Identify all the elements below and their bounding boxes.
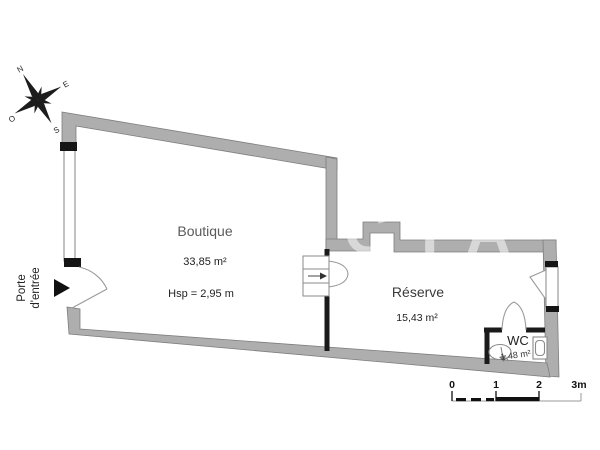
entrance-door-leaf [71, 288, 108, 309]
window-cap-bottom [546, 306, 559, 312]
compass-north-label: N [15, 64, 25, 75]
scale-label-2: 2 [536, 379, 542, 391]
entrance-label-line1: Porte [16, 274, 28, 302]
stairs-symbol [302, 255, 330, 297]
wc-area: 1,48 m² [500, 348, 532, 362]
reserve-window [529, 261, 559, 312]
boutique-height-note: Hsp = 2,95 m [168, 288, 234, 300]
compass-rose: N E S O [7, 64, 70, 136]
scale-bar: 0 1 2 3m [449, 379, 587, 402]
scale-bar-dashes [456, 397, 539, 402]
casement-open-pane [529, 269, 548, 303]
compass-star [14, 74, 62, 124]
toilet-flush-arrow-icon [499, 355, 506, 362]
sink-basin-icon [534, 339, 546, 357]
wall-top [61, 111, 338, 171]
reserve-area: 15,43 m² [396, 312, 438, 324]
window-cap-top [545, 261, 558, 267]
scale-label-0: 0 [449, 379, 455, 391]
entrance-label: Porte d'entrée [16, 267, 42, 308]
room-labels: Boutique 33,85 m² Hsp = 2,95 m Réserve 1… [168, 223, 531, 362]
boutique-name: Boutique [177, 223, 232, 239]
entrance-door [71, 266, 108, 309]
scale-label-3: 3m [571, 379, 586, 391]
storefront-window [60, 142, 81, 267]
scale-label-1: 1 [493, 379, 499, 391]
scale-bar-solid-segment [496, 397, 539, 402]
compass-west-label: O [7, 114, 17, 125]
wall-bottom [66, 306, 551, 378]
wc-door-leaf [501, 301, 527, 331]
boutique-area: 33,85 m² [183, 256, 227, 268]
compass-south-label: S [52, 125, 61, 135]
window-cap-bottom [64, 258, 81, 267]
wc-name: WC [507, 333, 529, 348]
entrance-label-line2: d'entrée [30, 267, 42, 308]
reserve-name: Réserve [392, 284, 444, 300]
window-cap-top [60, 142, 77, 151]
watermark: NCTA [277, 198, 533, 267]
stairs-direction-arrow-icon [320, 272, 327, 280]
wc-fixtures [488, 336, 548, 362]
entrance-arrow-icon [54, 279, 70, 297]
entrance-door-swing-arc [78, 266, 108, 290]
compass-east-label: E [61, 79, 70, 89]
reserve-door-leaf [327, 260, 349, 288]
